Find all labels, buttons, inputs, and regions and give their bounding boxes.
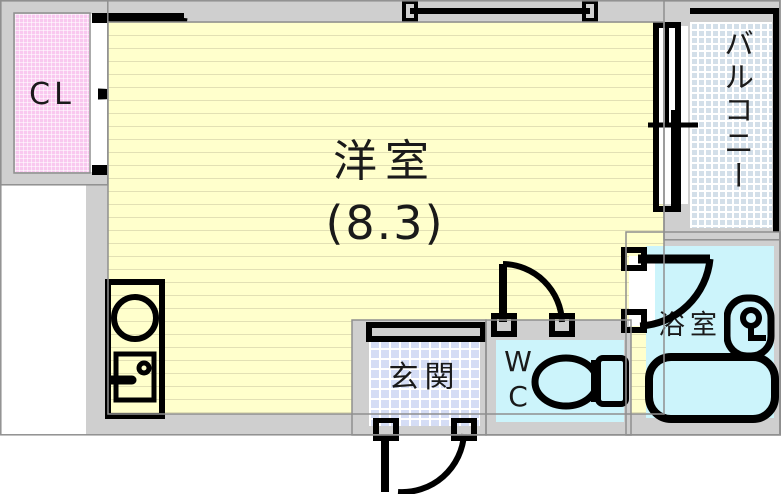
room-genkan — [369, 338, 480, 426]
window-north[interactable] — [400, 0, 600, 24]
room-closet — [15, 14, 89, 172]
room-balcony — [690, 22, 772, 228]
genkan-partition[interactable] — [366, 322, 486, 344]
bath-door[interactable] — [620, 246, 730, 342]
wc-door[interactable] — [490, 258, 582, 338]
balcony-outline — [690, 8, 779, 232]
room-size-youshitsu: (8.3) — [325, 196, 445, 250]
room-label-youshitsu: 洋室 — [333, 136, 437, 187]
room-label-closet: CL — [29, 77, 75, 112]
sliding-door-balcony[interactable] — [648, 20, 702, 214]
room-label-balcony: バルコニー — [718, 28, 753, 193]
room-label-genkan: 玄関 — [388, 360, 461, 395]
wall-mass-room-top — [86, 0, 686, 22]
bathtub — [645, 353, 779, 423]
room-label-wc-w: W — [504, 345, 532, 378]
entrance-door[interactable] — [372, 418, 484, 494]
room-label-wc-c: C — [508, 380, 528, 413]
